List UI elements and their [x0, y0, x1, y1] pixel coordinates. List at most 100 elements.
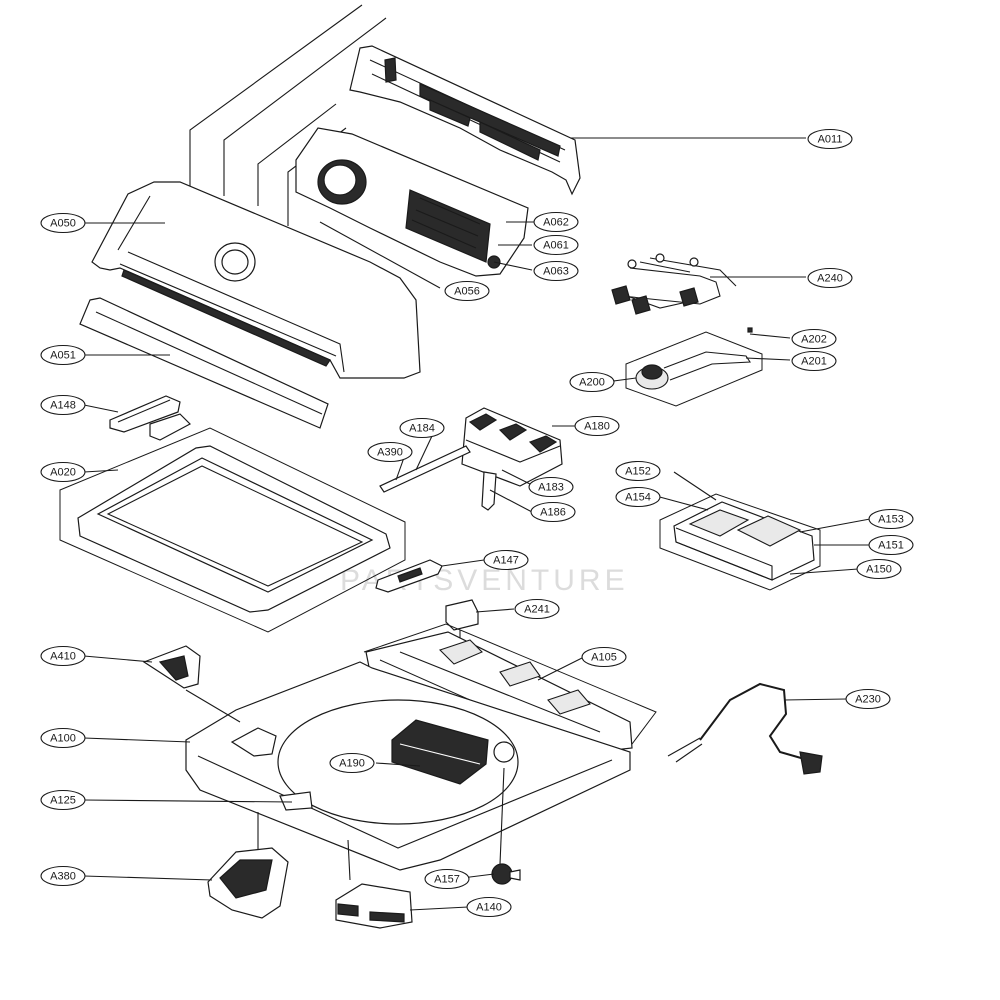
callout-a062: A062 — [533, 211, 579, 233]
callout-bubble — [40, 865, 86, 887]
callout-bubble — [329, 752, 375, 774]
callout-a202: A202 — [791, 328, 837, 350]
callout-label: A153 — [878, 514, 904, 526]
callout-label: A125 — [50, 795, 76, 807]
callout-label: A157 — [434, 874, 460, 886]
callout-a061: A061 — [533, 234, 579, 256]
callout-bubble — [530, 501, 576, 523]
callout-a186: A186 — [530, 501, 576, 523]
callout-bubble — [569, 371, 615, 393]
callout-a125: A125 — [40, 789, 86, 811]
callout-label: A184 — [409, 423, 435, 435]
callout-label: A190 — [339, 758, 365, 770]
callout-bubble — [868, 534, 914, 556]
callout-bubble — [40, 789, 86, 811]
callout-bubble — [868, 508, 914, 530]
callout-a020: A020 — [40, 461, 86, 483]
callout-a147: A147 — [483, 549, 529, 571]
callout-label: A061 — [543, 240, 569, 252]
callout-label: A241 — [524, 604, 550, 616]
part-a147-clip — [375, 559, 443, 593]
callout-label: A062 — [543, 217, 569, 229]
part-a230-power-cord — [667, 682, 823, 775]
callout-label: A410 — [50, 651, 76, 663]
callout-bubble — [791, 350, 837, 372]
callout-label: A105 — [591, 652, 617, 664]
callout-a157: A157 — [424, 868, 470, 890]
callout-a380: A380 — [40, 865, 86, 887]
callout-a410: A410 — [40, 645, 86, 667]
callout-a180: A180 — [574, 415, 620, 437]
callout-a150: A150 — [856, 558, 902, 580]
callout-a152: A152 — [615, 460, 661, 482]
callout-label: A186 — [540, 507, 566, 519]
callout-label: A201 — [801, 356, 827, 368]
callout-label: A050 — [50, 218, 76, 230]
part-a410-funnel — [142, 645, 241, 723]
part-a190-filter — [391, 719, 489, 785]
callout-label: A100 — [50, 733, 76, 745]
part-a011-rear-panel — [349, 45, 581, 196]
callout-bubble — [40, 212, 86, 234]
callout-a050: A050 — [40, 212, 86, 234]
callout-bubble — [791, 328, 837, 350]
part-a241-sensor — [445, 599, 479, 640]
callout-label: A180 — [584, 421, 610, 433]
part-a380-dispenser — [207, 812, 289, 919]
callout-label: A140 — [476, 902, 502, 914]
part-a050-control-housing — [91, 181, 421, 379]
callout-a100: A100 — [40, 727, 86, 749]
part-a140-control-box — [335, 839, 413, 929]
callout-bubble — [533, 211, 579, 233]
callout-label: A230 — [855, 694, 881, 706]
callout-bubble — [424, 868, 470, 890]
callout-a051: A051 — [40, 344, 86, 366]
callout-bubble — [615, 486, 661, 508]
callout-a154: A154 — [615, 486, 661, 508]
callout-label: A202 — [801, 334, 827, 346]
callout-a140: A140 — [466, 896, 512, 918]
part-a150-detergent-drawer — [659, 493, 821, 591]
callout-bubble — [40, 344, 86, 366]
callout-a184: A184 — [399, 417, 445, 439]
callout-a153: A153 — [868, 508, 914, 530]
callout-label: A154 — [625, 492, 651, 504]
callout-bubble — [533, 234, 579, 256]
callout-bubble — [40, 727, 86, 749]
callout-label: A051 — [50, 350, 76, 362]
part-a390-rod — [379, 445, 471, 493]
callout-bubble — [466, 896, 512, 918]
callout-a200: A200 — [569, 371, 615, 393]
callout-label: A151 — [878, 540, 904, 552]
callout-a063: A063 — [533, 260, 579, 282]
callout-bubble — [845, 688, 891, 710]
callout-label: A147 — [493, 555, 519, 567]
callout-label: A240 — [817, 273, 843, 285]
part-a157-lamp — [491, 767, 521, 885]
callout-label: A056 — [454, 286, 480, 298]
part-a180-water-valve — [461, 407, 563, 511]
callout-bubble — [807, 267, 853, 289]
callout-a056: A056 — [444, 280, 490, 302]
callout-bubble — [581, 646, 627, 668]
callout-label: A150 — [866, 564, 892, 576]
callout-a240: A240 — [807, 267, 853, 289]
part-a056-control-board — [295, 127, 529, 277]
part-a200-pressure-switch — [625, 327, 763, 407]
callout-a190: A190 — [329, 752, 375, 774]
callout-bubble — [399, 417, 445, 439]
callout-bubble — [40, 645, 86, 667]
callout-bubble — [574, 415, 620, 437]
callout-bubble — [533, 260, 579, 282]
part-a240-wire-harness — [611, 253, 737, 315]
callout-bubble — [807, 128, 853, 150]
callout-bubble — [483, 549, 529, 571]
callout-label: A380 — [50, 871, 76, 883]
callout-a011: A011 — [807, 128, 853, 150]
callout-label: A152 — [625, 466, 651, 478]
callout-bubble — [615, 460, 661, 482]
callout-bubble — [40, 461, 86, 483]
callout-label: A390 — [377, 447, 403, 459]
